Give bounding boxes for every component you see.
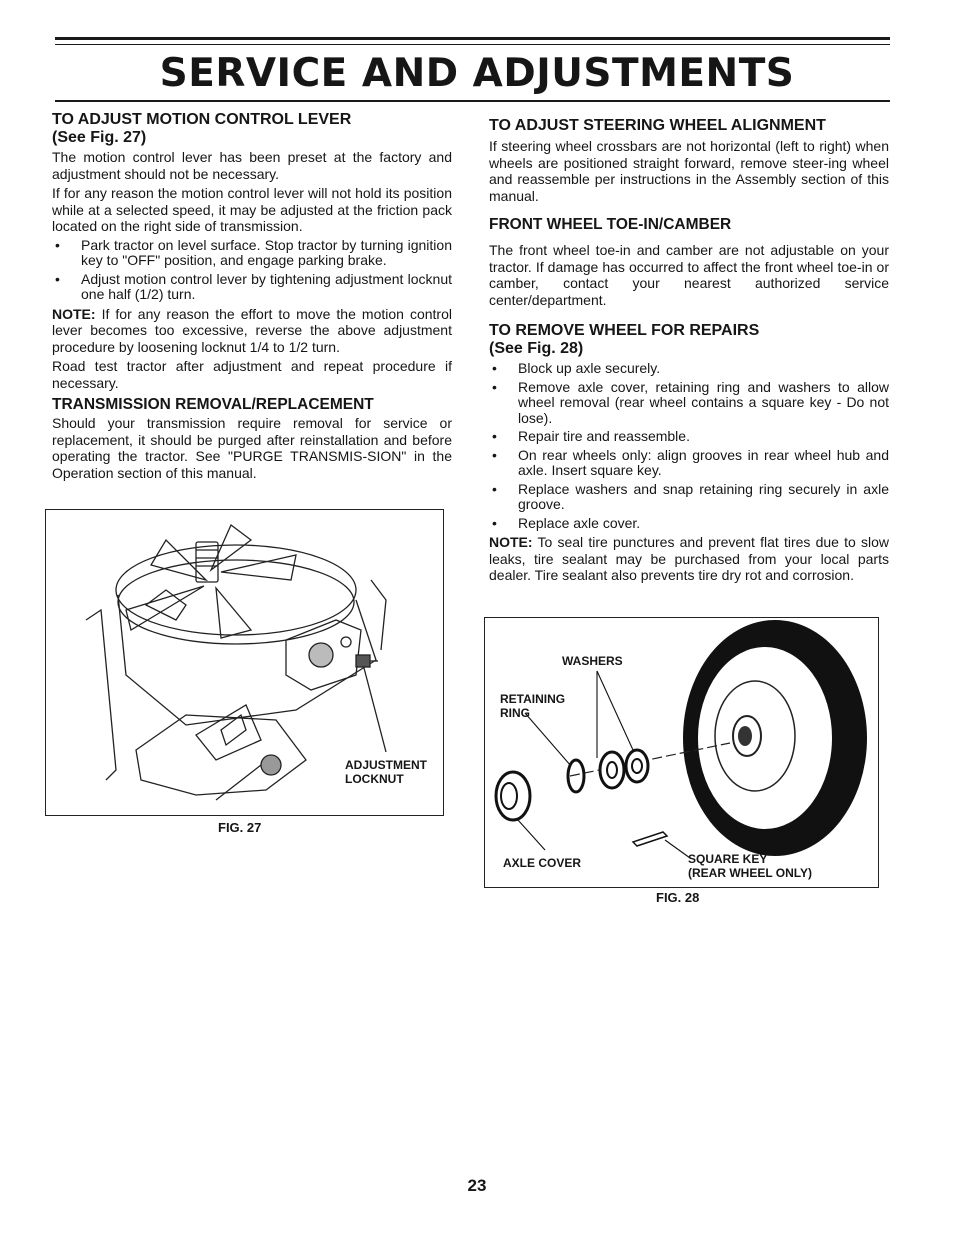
retaining-ring-label: RETAINING RING (500, 692, 565, 720)
list-item-text: Adjust motion control lever by tightenin… (81, 270, 452, 302)
motion-heading: TO ADJUST MOTION CONTROL LEVER (52, 111, 352, 128)
motion-paragraph-1: The motion control lever has been preset… (52, 149, 452, 182)
list-item: • Park tractor on level surface. Stop tra… (52, 236, 452, 269)
bullet-icon: • (492, 480, 497, 497)
bullet-icon: • (55, 236, 60, 253)
steering-heading: TO ADJUST STEERING WHEEL ALIGNMENT (489, 117, 826, 134)
figure-27-transmission-illustration: ADJUSTMENT LOCKNUT (45, 509, 444, 816)
list-item: • Block up axle securely. (489, 360, 889, 377)
remove-wheel-see-figure: (See Fig. 28) (489, 340, 584, 357)
bullet-icon: • (492, 378, 497, 395)
list-item: • Replace axle cover. (489, 514, 889, 532)
square-key-label: SQUARE KEY (REAR WHEEL ONLY) (688, 852, 812, 880)
list-item-text: Block up axle securely. (518, 360, 661, 376)
bullet-icon: • (55, 270, 60, 287)
list-item: • On rear wheels only: align grooves in r… (489, 446, 889, 479)
label-line-1: ADJUSTMENT (345, 758, 428, 772)
note-text: To seal tire punctures and prevent flat … (489, 534, 889, 583)
bullet-icon: • (492, 428, 497, 444)
list-item-text: Replace washers and snap retaining ring … (518, 480, 889, 512)
toein-heading: FRONT WHEEL TOE-IN/CAMBER (489, 216, 732, 233)
note-label: NOTE: (489, 534, 533, 550)
label-line-2: LOCKNUT (345, 772, 404, 786)
figure-27-caption: FIG. 27 (218, 820, 262, 835)
list-item-text: Remove axle cover, retaining ring and wa… (518, 378, 889, 426)
note-text: If for any reason the effort to move the… (52, 305, 452, 355)
right-column: TO ADJUST STEERING WHEEL ALIGNMENT If st… (489, 108, 889, 584)
remove-wheel-steps-list: • Block up axle securely. • Remove axle co… (489, 360, 889, 532)
label-line-1: SQUARE KEY (688, 852, 768, 866)
toein-paragraph: The front wheel toe-in and camber are no… (489, 242, 889, 308)
bullet-icon: • (492, 360, 497, 376)
page-number: 23 (467, 1176, 487, 1195)
figure-28-wheel-illustration: WASHERS RETAINING RING AXLE COVER SQUARE… (484, 617, 879, 888)
figure-28-caption: FIG. 28 (656, 890, 700, 905)
list-item-text: On rear wheels only: align grooves in re… (518, 446, 889, 478)
transmission-paragraph: Should your transmission require removal… (52, 415, 452, 481)
washers-label: WASHERS (562, 654, 623, 668)
transmission-drawing (85, 523, 387, 801)
left-column: TO ADJUST MOTION CONTROL LEVER (See Fig.… (52, 108, 452, 481)
motion-steps-list: • Park tractor on level surface. Stop tra… (52, 236, 452, 303)
remove-wheel-heading: TO REMOVE WHEEL FOR REPAIRS (489, 322, 760, 339)
list-item-text: Park tractor on level surface. Stop trac… (81, 236, 452, 268)
label-line-1: RETAINING (500, 692, 566, 706)
page-title: SERVICE AND ADJUSTMENTS (159, 51, 795, 96)
bullet-icon: • (492, 514, 497, 531)
motion-paragraph-3: Road test tractor after adjustment and r… (52, 358, 452, 391)
list-item: • Repair tire and reassemble. (489, 428, 889, 445)
adjustment-locknut-label: ADJUSTMENT LOCKNUT (345, 758, 427, 786)
title-underline-rule (55, 100, 890, 102)
label-line-2: RING (500, 706, 530, 720)
wheel-exploded-drawing (494, 620, 867, 859)
motion-note: NOTE: If for any reason the effort to mo… (52, 306, 452, 356)
list-item-text: Replace axle cover. (518, 514, 641, 531)
note-label: NOTE: (52, 305, 96, 322)
motion-paragraph-2: If for any reason the motion control lev… (52, 185, 452, 234)
label-line-2: (REAR WHEEL ONLY) (688, 866, 813, 880)
list-item-text: Repair tire and reassemble. (518, 428, 690, 444)
steering-paragraph: If steering wheel crossbars are not hori… (489, 138, 889, 204)
top-rule-thick (55, 37, 890, 40)
list-item: • Adjust motion control lever by tighteni… (52, 270, 452, 303)
bullet-icon: • (492, 446, 497, 463)
list-item: • Remove axle cover, retaining ring and w… (489, 378, 889, 427)
axle-cover-label: AXLE COVER (503, 856, 582, 870)
remove-wheel-note: NOTE: To seal tire punctures and prevent… (489, 534, 889, 584)
list-item: • Replace washers and snap retaining ring… (489, 480, 889, 513)
top-rule-thin (55, 44, 890, 45)
motion-see-figure: (See Fig. 27) (52, 129, 147, 146)
transmission-heading: TRANSMISSION REMOVAL/REPLACEMENT (52, 396, 374, 413)
